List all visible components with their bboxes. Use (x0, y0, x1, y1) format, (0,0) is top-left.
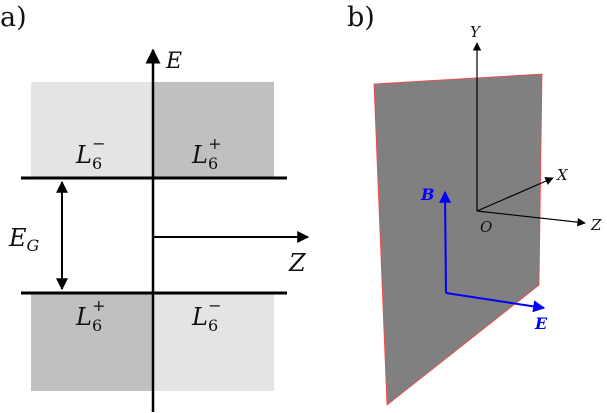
e-field-vector (445, 292, 546, 313)
e-field-label: E (534, 314, 548, 333)
panel-a: a) E Z EG L6− L6+ L6+ L6− (0, 2, 310, 412)
b-field-vector (439, 190, 452, 294)
band-label-upper-right: L6+ (191, 134, 222, 173)
band-lower-right (153, 293, 274, 391)
plane (373, 73, 543, 406)
band-label-upper-left: L6− (75, 134, 106, 173)
energy-axis-label: E (165, 49, 182, 74)
z-axis-label: Z (288, 249, 307, 277)
band-label-lower-left: L6+ (75, 296, 106, 335)
panel-b: b) Y X Z O B E (347, 2, 602, 406)
panel-b-tag: b) (347, 2, 375, 33)
band-label-lower-right: L6− (191, 296, 222, 335)
band-lower-left (31, 293, 153, 391)
panel-a-tag: a) (0, 2, 27, 33)
b-field-label: B (420, 185, 435, 204)
z-axis-3d-label: Z (590, 216, 602, 234)
y-axis-label: Y (470, 23, 482, 41)
origin-label: O (480, 218, 492, 236)
x-axis (476, 177, 554, 212)
band-upper-left (31, 82, 153, 178)
z-axis-3d (476, 210, 586, 227)
band-upper-right (153, 82, 274, 178)
x-axis-label: X (556, 166, 569, 184)
energy-gap-label: EG (8, 224, 40, 255)
